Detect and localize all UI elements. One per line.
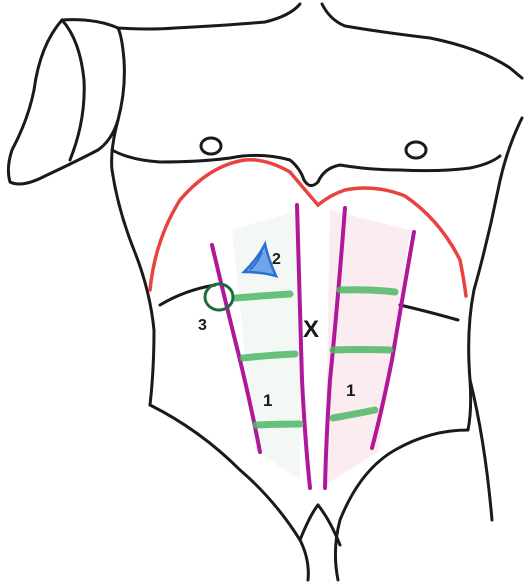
right-nipple [406,142,426,158]
label-2: 2 [272,251,281,268]
left-nipple [201,138,221,154]
neck-left-line [62,4,300,29]
costal-margin-line [150,160,466,296]
right-thigh-line [470,380,492,520]
intersection-left-upper [236,294,290,298]
groin-left [300,505,318,540]
intersection-left-lower [256,424,300,425]
green-circle-marker [205,284,233,310]
label-x: X [303,316,319,343]
right-lower-rib [400,305,458,320]
right-side-line [468,118,522,430]
label-3: 3 [198,317,207,334]
left-arm-inner-line [62,20,84,160]
groin-right [318,505,340,545]
left-arm-outline [8,20,124,184]
label-1-right: 1 [346,381,355,400]
left-side-line [112,120,154,405]
pectoral-line [112,150,500,186]
intersection-right-upper [340,290,395,292]
neck-right-line [322,4,522,78]
intersection-left-middle [243,354,295,358]
label-1-left: 1 [263,391,272,410]
intersection-right-middle [333,350,390,351]
